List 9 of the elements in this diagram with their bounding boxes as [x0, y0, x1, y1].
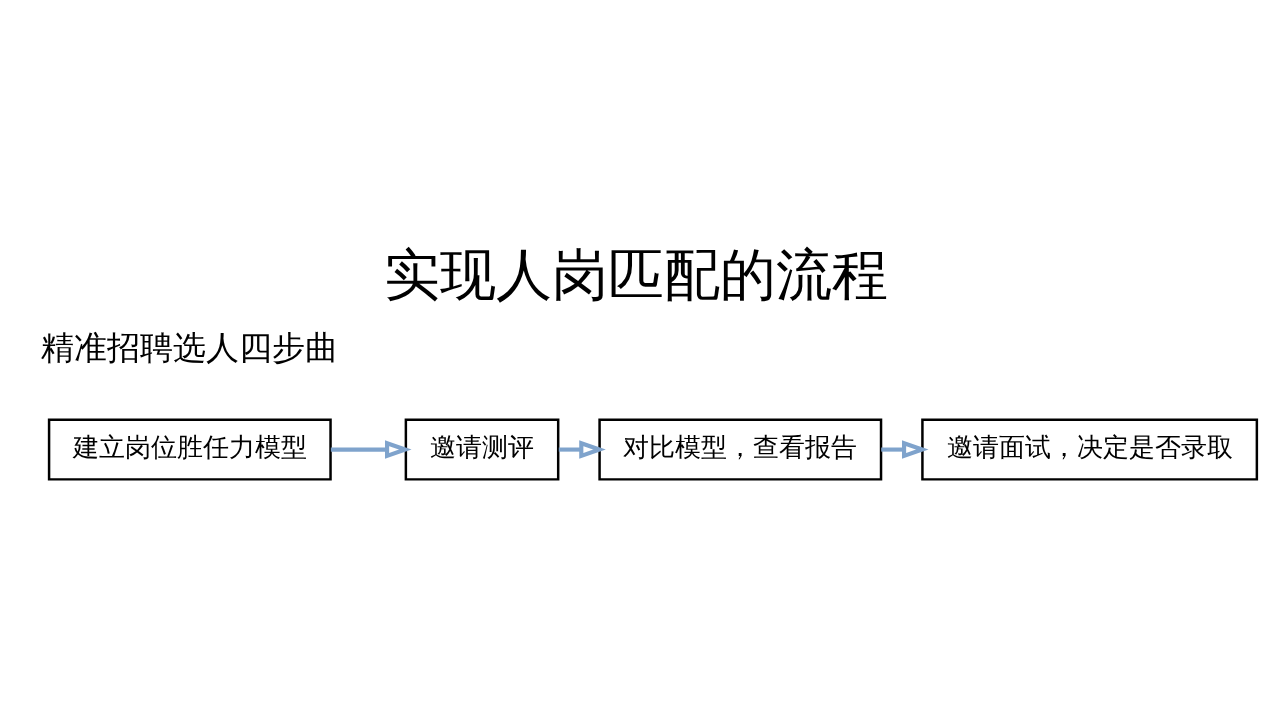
arrow	[558, 439, 606, 459]
diagram-title: 实现人岗匹配的流程	[384, 241, 888, 307]
arrow	[881, 439, 929, 459]
node-box: 建立岗位胜任力模型	[47, 418, 332, 481]
node-box: 邀请面试，决定是否录取	[921, 418, 1259, 481]
node-box: 邀请测评	[404, 418, 560, 481]
node-box: 对比模型，查看报告	[598, 418, 883, 481]
arrow	[330, 439, 412, 459]
label: 精准招聘选人四步曲	[41, 327, 339, 367]
